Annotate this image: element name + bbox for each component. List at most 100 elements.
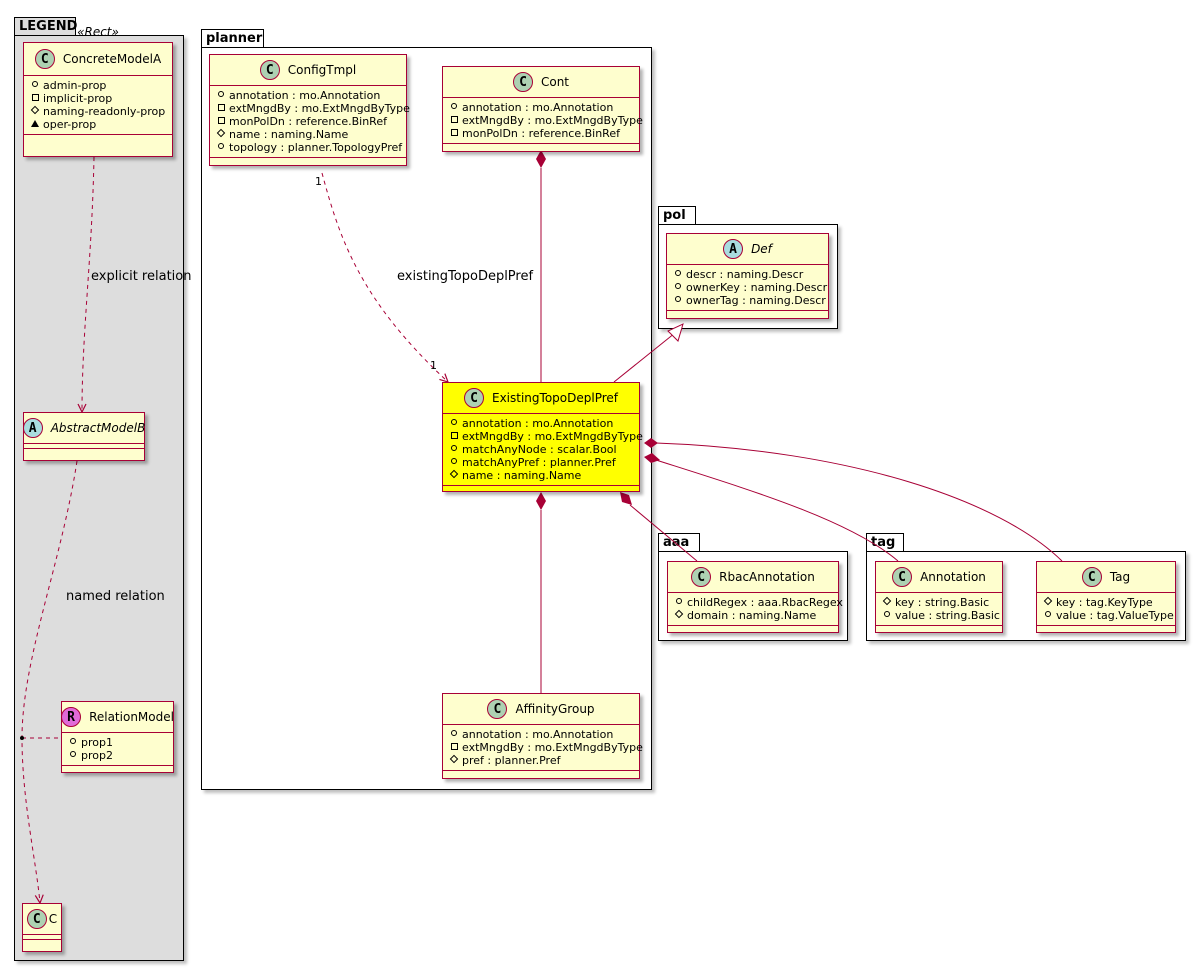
visibility-pub-icon — [673, 270, 683, 279]
visibility-pub-icon — [30, 81, 40, 90]
affinity-group-class[interactable]: C AffinityGroup annotation : mo.Annotati… — [442, 693, 643, 779]
class-icon: C — [26, 909, 47, 929]
abstract-class-icon: A — [723, 239, 744, 259]
class-field: childRegex : aaa.RbacRegex — [674, 596, 843, 609]
class-name: Cont — [540, 75, 570, 89]
visibility-prot-icon — [1043, 598, 1053, 607]
class-name: Tag — [1109, 570, 1131, 584]
class-icon: C — [512, 72, 533, 92]
field-text: matchAnyPref : planner.Pref — [462, 456, 616, 469]
class-field: annotation : mo.Annotation — [449, 417, 633, 430]
class-name: Annotation — [920, 570, 986, 584]
class-methods — [443, 144, 639, 152]
field-text: monPolDn : reference.BinRef — [229, 115, 387, 128]
class-field: oper-prop — [30, 118, 166, 131]
rbac-composition-diamond — [620, 492, 632, 505]
relation-junction — [20, 736, 24, 740]
class-methods — [23, 940, 61, 948]
tag-package-tab: tag — [866, 533, 904, 552]
field-text: annotation : mo.Annotation — [229, 89, 381, 102]
field-text: key : tag.KeyType — [1056, 596, 1153, 609]
class-field: monPolDn : reference.BinRef — [449, 127, 633, 140]
class-name: ConcreteModelA — [62, 52, 162, 66]
class-field: ownerKey : naming.Descr — [673, 281, 827, 294]
class-methods — [668, 626, 838, 634]
field-text: extMngdBy : mo.ExtMngdByType — [229, 102, 410, 115]
field-text: domain : naming.Name — [687, 609, 817, 622]
class-name: C — [48, 912, 58, 926]
visibility-pub-icon — [68, 738, 78, 747]
class-field: ownerTag : naming.Descr — [673, 294, 826, 307]
field-text: name : naming.Name — [462, 469, 582, 482]
class-methods — [62, 766, 173, 774]
affinity-composition-diamond — [536, 492, 546, 510]
class-field: name : naming.Name — [216, 128, 400, 141]
rbac-annotation-class[interactable]: C RbacAnnotation childRegex : aaa.RbacRe… — [667, 561, 843, 634]
visibility-prot-icon — [449, 756, 459, 765]
explicit-relation-label: explicit relation — [91, 269, 192, 284]
explicit-relation-line — [82, 156, 95, 412]
class-methods — [443, 771, 639, 779]
source-multiplicity: 1 — [315, 175, 322, 188]
visibility-pub-icon — [216, 91, 226, 100]
class-field: domain : naming.Name — [674, 609, 832, 622]
class-field: implicit-prop — [30, 92, 166, 105]
abstract-class-icon: A — [22, 418, 43, 438]
class-field: name : naming.Name — [449, 469, 633, 482]
class-field: topology : planner.TopologyPref — [216, 141, 403, 154]
visibility-pub-icon — [1043, 611, 1053, 620]
legend-stereotype: «Rect» — [77, 25, 119, 39]
pol-package-tab: pol — [658, 206, 696, 225]
named-relation-label: named relation — [66, 589, 165, 604]
existing-topo-relation-line — [321, 172, 448, 382]
field-text: extMngdBy : mo.ExtMngdByType — [462, 741, 643, 754]
class-name: Def — [751, 242, 772, 256]
visibility-prot-icon — [882, 598, 892, 607]
visibility-pub-icon — [882, 611, 892, 620]
visibility-pkg-icon — [30, 120, 40, 130]
class-icon: C — [34, 49, 55, 69]
annotation-composition-diamond — [644, 453, 660, 463]
field-text: topology : planner.TopologyPref — [229, 141, 403, 154]
field-text: monPolDn : reference.BinRef — [462, 127, 620, 140]
class-field: matchAnyPref : planner.Pref — [449, 456, 633, 469]
class-fields — [24, 444, 144, 449]
class-field: matchAnyNode : scalar.Bool — [449, 443, 633, 456]
field-text: value : string.Basic — [895, 609, 1000, 622]
visibility-prot-icon — [674, 611, 684, 620]
existing-topo-relation-label: existingTopoDeplPref — [397, 269, 534, 284]
legend-package — [14, 35, 184, 961]
class-field: extMngdBy : mo.ExtMngdByType — [216, 102, 410, 115]
existing-topo-depl-pref-class[interactable]: C ExistingTopoDeplPref annotation : mo.A… — [442, 382, 643, 492]
visibility-pub-icon — [449, 419, 459, 428]
legend-abstract-model-class[interactable]: A AbstractModelB — [22, 412, 145, 461]
legend-c-class[interactable]: C C — [22, 903, 62, 952]
class-icon: C — [487, 699, 508, 719]
class-icon: C — [259, 60, 280, 80]
visibility-priv-icon — [449, 116, 459, 126]
visibility-prot-icon — [216, 130, 226, 139]
visibility-pub-icon — [449, 445, 459, 454]
class-icon: C — [892, 567, 913, 587]
visibility-pub-icon — [674, 598, 684, 607]
planner-package-tab: planner — [201, 29, 264, 48]
class-field: extMngdBy : mo.ExtMngdByType — [449, 741, 643, 754]
field-text: value : tag.ValueType — [1056, 609, 1174, 622]
field-text: key : string.Basic — [895, 596, 990, 609]
field-text: annotation : mo.Annotation — [462, 417, 614, 430]
field-text: prop2 — [81, 749, 113, 762]
